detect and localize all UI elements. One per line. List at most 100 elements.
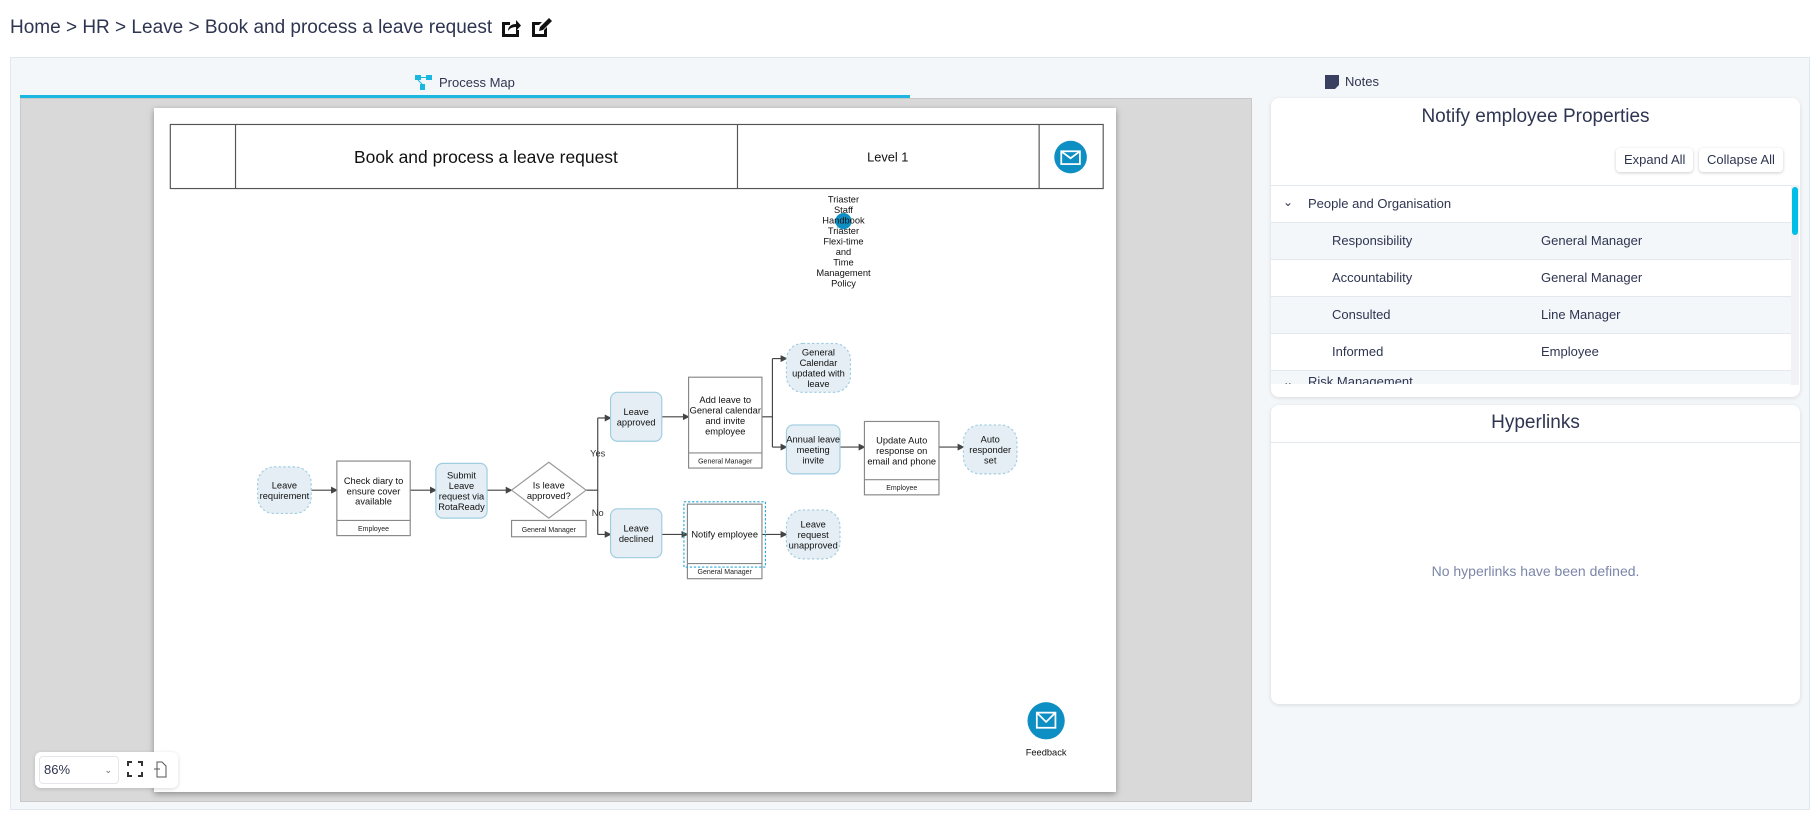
fullscreen-icon[interactable]	[127, 761, 143, 777]
tab-notes[interactable]: Notes	[1325, 74, 1379, 89]
node-label: updated with	[792, 369, 845, 379]
annotation-line: Time	[833, 257, 853, 267]
no-label: No	[592, 508, 604, 518]
node-label: declined	[619, 534, 654, 544]
role-label: General Manager	[698, 458, 753, 465]
node-label: ensure cover	[347, 486, 401, 496]
process-diagram: Book and process a leave request Level 1…	[169, 123, 1104, 758]
feedback-label: Feedback	[1026, 748, 1067, 758]
annotation-line: Staff	[834, 205, 853, 215]
scrollbar[interactable]	[1791, 185, 1799, 385]
annotation-line: Policy	[831, 278, 856, 288]
node-label: approved	[617, 418, 656, 428]
role-label: General Manager	[522, 527, 577, 534]
tab-process-map[interactable]: Process Map	[415, 74, 515, 90]
node-label: available	[355, 497, 392, 507]
annotation-line: and	[836, 247, 852, 257]
hyperlinks-empty-message: No hyperlinks have been defined.	[1431, 563, 1640, 579]
node-label: Auto	[981, 434, 1000, 444]
share-icon[interactable]	[500, 17, 522, 39]
node-label: Leave	[272, 480, 297, 490]
hyperlinks-title: Hyperlinks	[1271, 405, 1800, 443]
node-label: unapproved	[789, 540, 838, 550]
node-label: Update Auto	[876, 436, 927, 446]
map-header: Book and process a leave request Level 1	[169, 123, 1104, 190]
node-label: approved?	[527, 491, 571, 501]
role-label: Employee	[358, 526, 389, 533]
annotation-line: Flexi-time	[823, 236, 863, 246]
feedback-button[interactable]: Feedback	[1026, 702, 1067, 758]
role-label: General Manager	[698, 569, 753, 576]
chevron-down-icon: ⌄	[1283, 375, 1294, 384]
linked-documents-annotation[interactable]: TriasterStaffHandbookTriasterFlexi-timea…	[816, 195, 871, 289]
edit-icon[interactable]	[530, 17, 553, 39]
section-risk-management[interactable]: ⌄ Risk Management	[1271, 370, 1791, 384]
node-label: email and phone	[867, 457, 936, 467]
node-label: requirement	[260, 491, 310, 501]
node-label: invite	[802, 455, 824, 465]
node-label: response on	[876, 446, 927, 456]
node-label: and invite	[705, 416, 745, 426]
map-title: Book and process a leave request	[354, 147, 618, 167]
node-label: RotaReady	[438, 502, 485, 512]
annotation-line: Handbook	[822, 215, 865, 225]
node-label: meeting	[797, 445, 830, 455]
node-label: Annual leave	[786, 434, 840, 444]
node-label: set	[984, 455, 997, 465]
node-label: Add leave to	[699, 395, 751, 405]
zoom-select[interactable]: 86% ⌄	[39, 756, 119, 784]
node-label: General	[802, 348, 835, 358]
yes-label: Yes	[590, 448, 606, 458]
node-label: employee	[705, 426, 745, 436]
node-label: leave	[807, 379, 829, 389]
mail-icon[interactable]	[1054, 140, 1087, 174]
node-label: Check diary to	[344, 476, 403, 486]
role-label: Employee	[886, 485, 917, 492]
process-map-page: Book and process a leave request Level 1…	[154, 108, 1116, 792]
node-label: Leave	[623, 407, 648, 417]
scrollbar-thumb[interactable]	[1792, 187, 1798, 235]
info-icon[interactable]	[835, 212, 852, 230]
breadcrumb-text: Home > HR > Leave > Book and process a l…	[10, 17, 493, 38]
chevron-down-icon: ⌄	[104, 765, 112, 775]
annotation-line: Triaster	[828, 226, 859, 236]
hyperlinks-card: Hyperlinks No hyperlinks have been defin…	[1271, 405, 1800, 704]
map-level: Level 1	[867, 150, 908, 165]
chevron-down-icon: ⌄	[1283, 195, 1294, 209]
properties-card: Notify employee Properties Expand All Co…	[1271, 98, 1800, 397]
collapse-all-button[interactable]: Collapse All	[1699, 148, 1783, 172]
node-label: Calendar	[800, 358, 838, 368]
node-label: Leave	[449, 481, 474, 491]
active-tab-indicator	[20, 95, 910, 98]
section-people-and-organisation[interactable]: ⌄ People and Organisation	[1271, 185, 1791, 222]
fit-page-icon[interactable]	[153, 761, 167, 778]
annotation-line: Triaster	[828, 195, 859, 205]
node-label: Is leave	[533, 480, 565, 490]
node-label: Submit	[447, 471, 476, 481]
properties-title: Notify employee Properties	[1421, 106, 1650, 127]
node-label: Leave	[623, 524, 648, 534]
process-map-icon	[415, 75, 432, 90]
node-label: request	[798, 530, 829, 540]
annotation-line: Management	[816, 268, 871, 278]
expand-all-button[interactable]: Expand All	[1616, 148, 1694, 172]
node-label: Leave	[801, 519, 826, 529]
note-icon	[1325, 74, 1339, 89]
